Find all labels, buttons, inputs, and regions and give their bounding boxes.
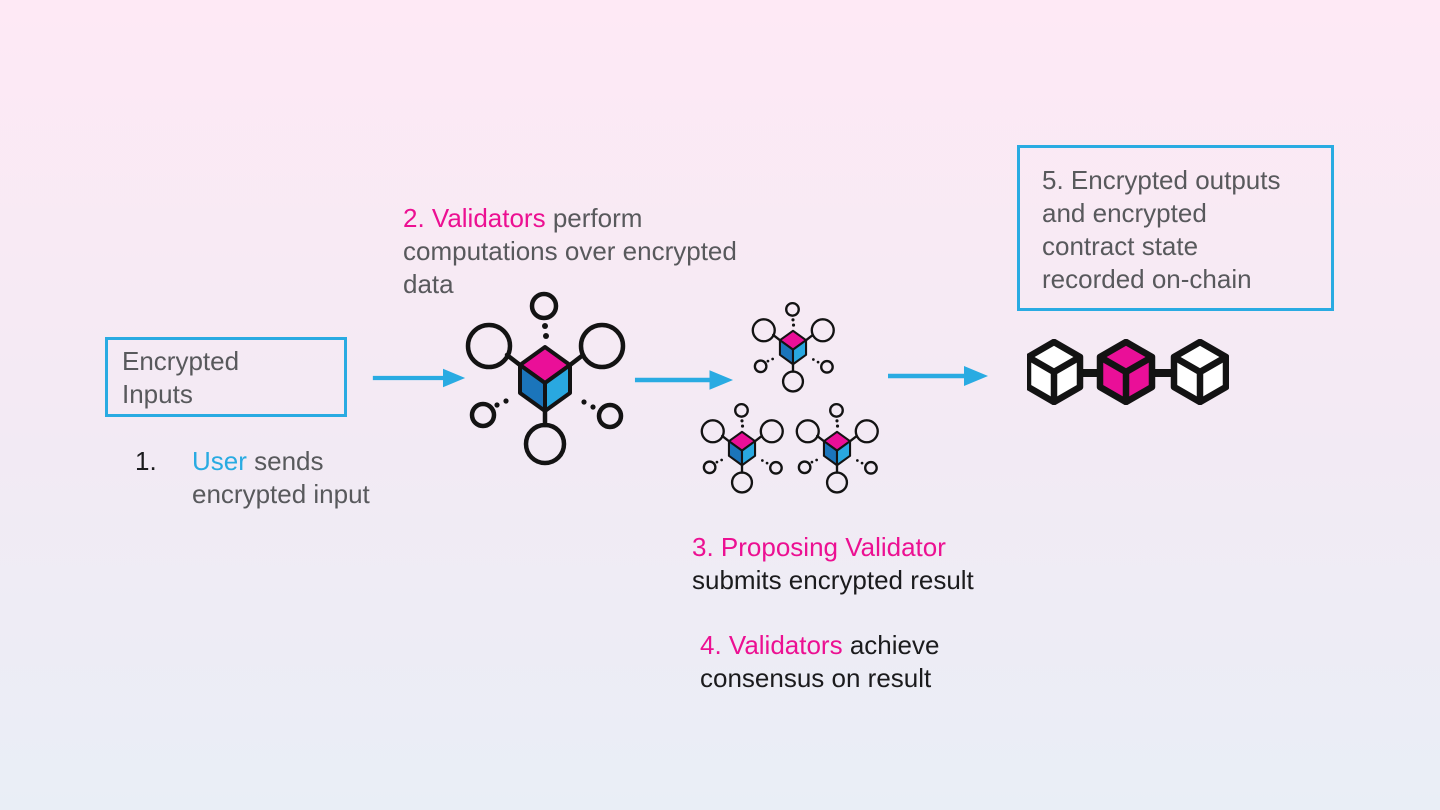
step-4-highlight: 4. Validators [700,630,843,660]
validator-subnetwork-icon [794,401,880,495]
step-2-text: perform computations over encrypted data [403,203,737,299]
step-2-caption: 2. Validators perform computations over … [403,202,793,301]
arrow-right-icon [888,366,988,386]
arrow-right-icon [634,370,734,390]
blockchain-icon [1027,339,1229,405]
encrypted-outputs-label: 5. Encrypted outputs and encrypted contr… [1042,165,1281,294]
step-1-highlight: User [192,446,247,476]
chain-cube-left [1027,339,1084,405]
step-1-text: sends encrypted input [192,446,370,509]
step-1-number: 1. [135,446,157,476]
validator-network-icon [463,288,627,468]
arrow-right-icon [372,368,466,388]
step-3-highlight: 3. Proposing Validator [692,532,946,562]
step-3-text: submits encrypted result [692,565,974,595]
step-4-caption: 4. Validators achieve consensus on resul… [700,629,939,695]
chain-cube-right [1170,339,1229,405]
proposing-validator-network-icon [750,300,836,394]
validator-subnetwork-icon [699,401,785,495]
encrypted-inputs-box: Encrypted Inputs [105,337,347,417]
step-1-caption: 1. User sends encrypted input [135,445,370,511]
step-4-text: achieve consensus on result [700,630,940,693]
encrypted-inputs-label: Encrypted Inputs [122,346,240,409]
encrypted-outputs-box: 5. Encrypted outputs and encrypted contr… [1017,145,1334,311]
chain-cube-middle [1096,339,1156,405]
step-2-highlight: 2. Validators [403,203,546,233]
step-3-caption: 3. Proposing Validator submits encrypted… [692,531,974,597]
